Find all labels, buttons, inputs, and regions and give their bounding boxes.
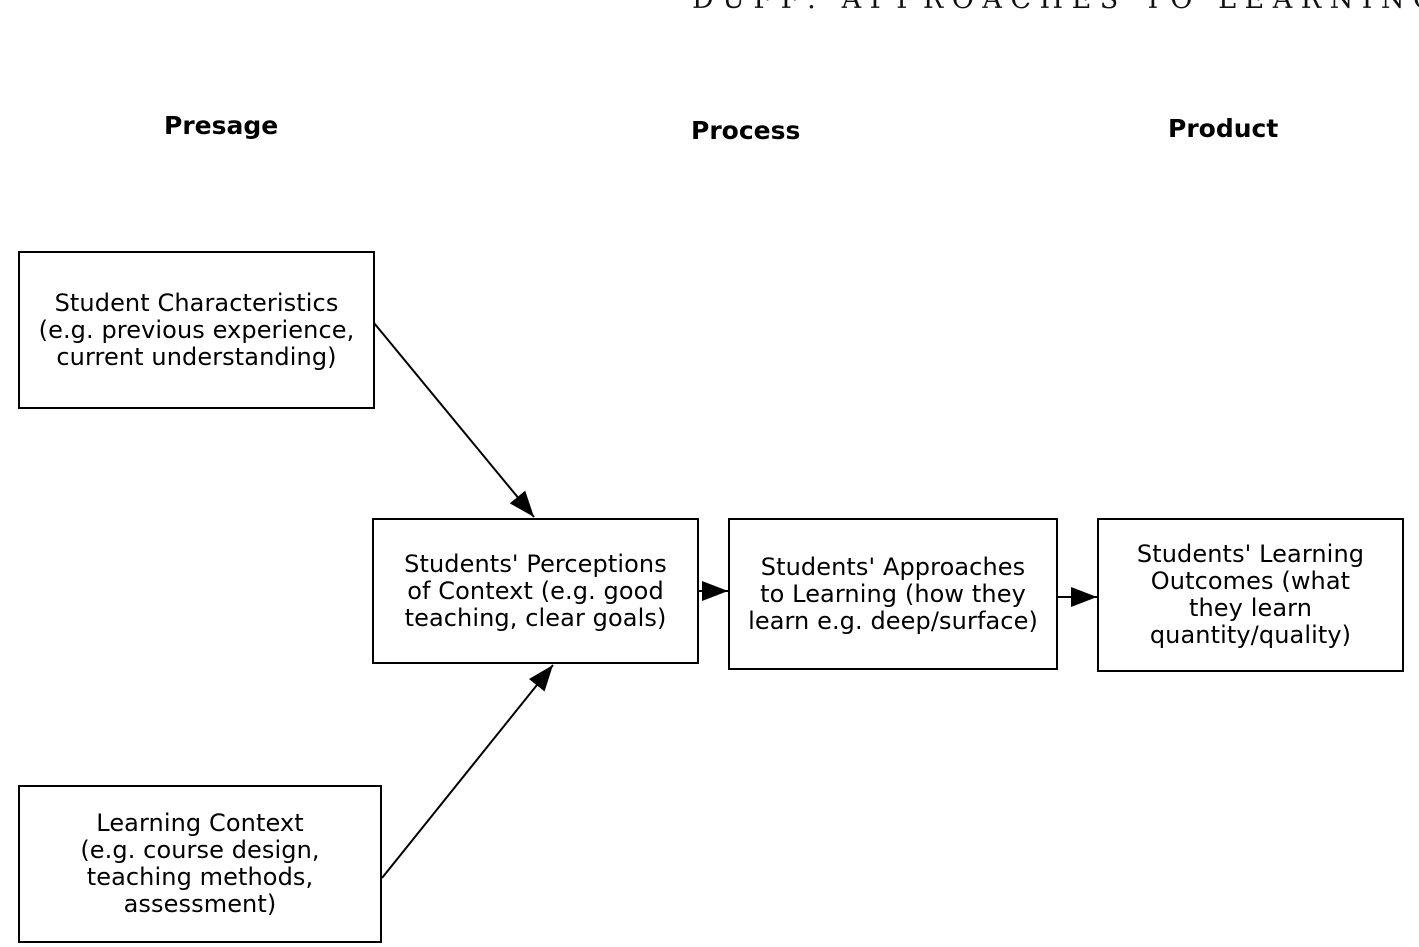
learning-context-box: Learning Context (e.g. course design, te… [18, 785, 382, 943]
perceptions-box: Students' Perceptions of Context (e.g. g… [372, 518, 699, 664]
approaches-box: Students' Approaches to Learning (how th… [728, 518, 1058, 670]
student-characteristics-box: Student Characteristics (e.g. previous e… [18, 251, 375, 409]
outcomes-text: Students' Learning Outcomes (what they l… [1136, 540, 1365, 649]
outcomes-box: Students' Learning Outcomes (what they l… [1097, 518, 1404, 672]
stage-label-process: Process [691, 116, 801, 145]
approaches-text: Students' Approaches to Learning (how th… [748, 552, 1038, 635]
learning-context-text: Learning Context (e.g. course design, te… [80, 809, 320, 918]
student-characteristics-text: Student Characteristics (e.g. previous e… [38, 288, 355, 371]
page-title: DUFF: APPROACHES TO LEARNING [692, 0, 1419, 15]
arrow-characteristics-to-perceptions [373, 322, 535, 518]
stage-label-presage: Presage [164, 111, 279, 140]
stage-label-product: Product [1168, 114, 1279, 143]
arrow-context-to-perceptions [381, 664, 554, 879]
perceptions-text: Students' Perceptions of Context (e.g. g… [404, 549, 667, 632]
